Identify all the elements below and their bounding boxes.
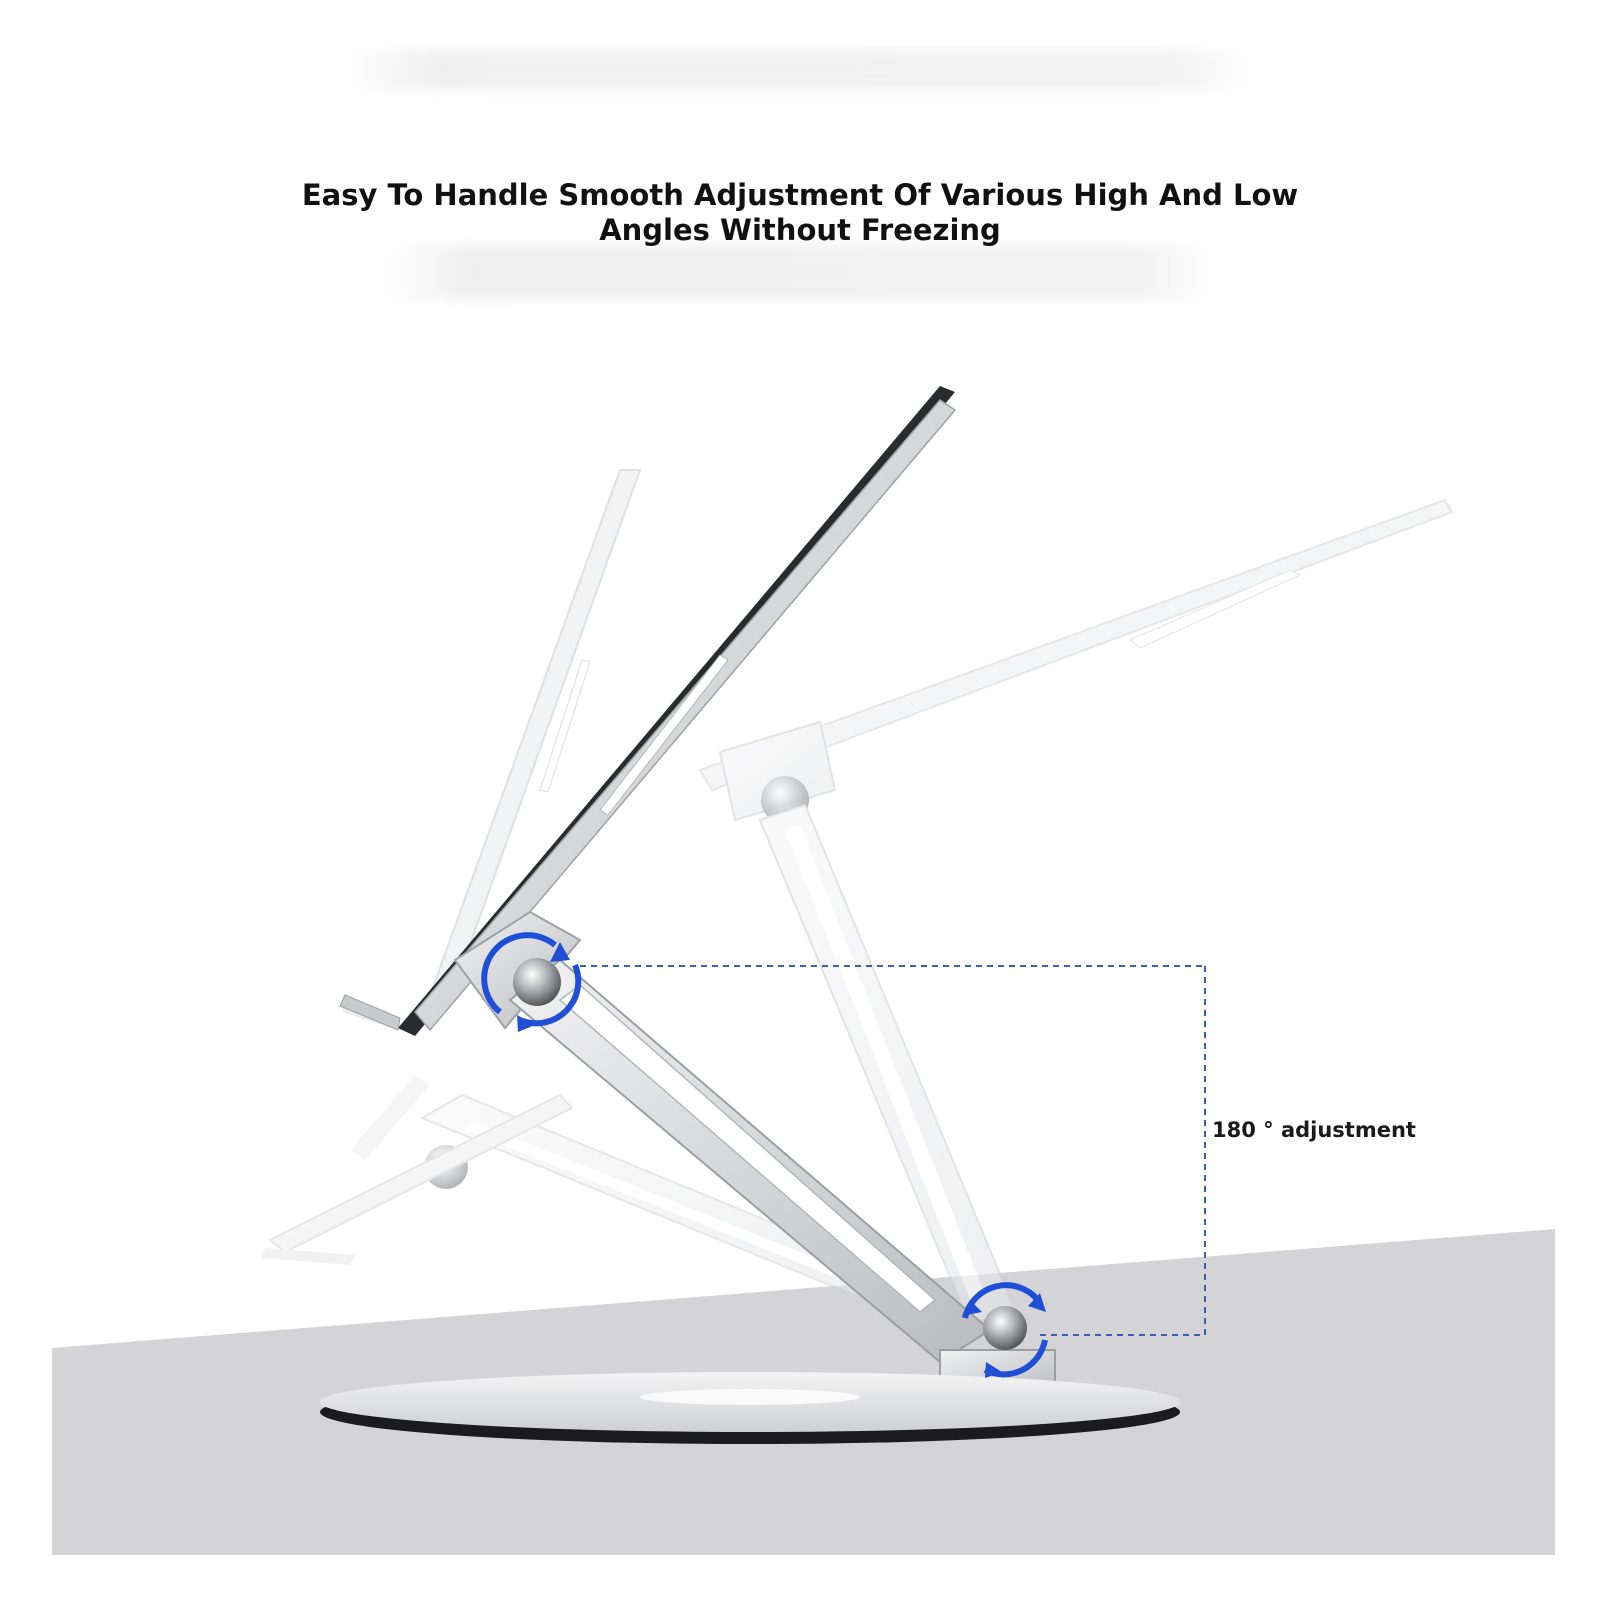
round-base: [320, 1372, 1180, 1444]
faded-text-top: [340, 50, 1260, 90]
headline: Easy To Handle Smooth Adjustment Of Vari…: [300, 178, 1300, 248]
rotate-arrows-icon: [481, 932, 582, 1027]
lower-pivot: [962, 1282, 1048, 1378]
faded-text-bottom: [380, 245, 1220, 300]
angle-label: 180 ° adjustment: [1212, 1118, 1416, 1142]
headline-line-1: Easy To Handle Smooth Adjustment Of Vari…: [301, 178, 1299, 212]
hinge-pivot-icon: [513, 958, 561, 1006]
main-tray: [339, 386, 957, 1036]
hinge-pivot-icon: [983, 1306, 1027, 1350]
measure-bracket: [580, 965, 1206, 1336]
ghost-stand-high: [698, 498, 1454, 1327]
upper-pivot: [481, 932, 582, 1032]
headline-line-2: Angles Without Freezing: [599, 213, 1001, 247]
